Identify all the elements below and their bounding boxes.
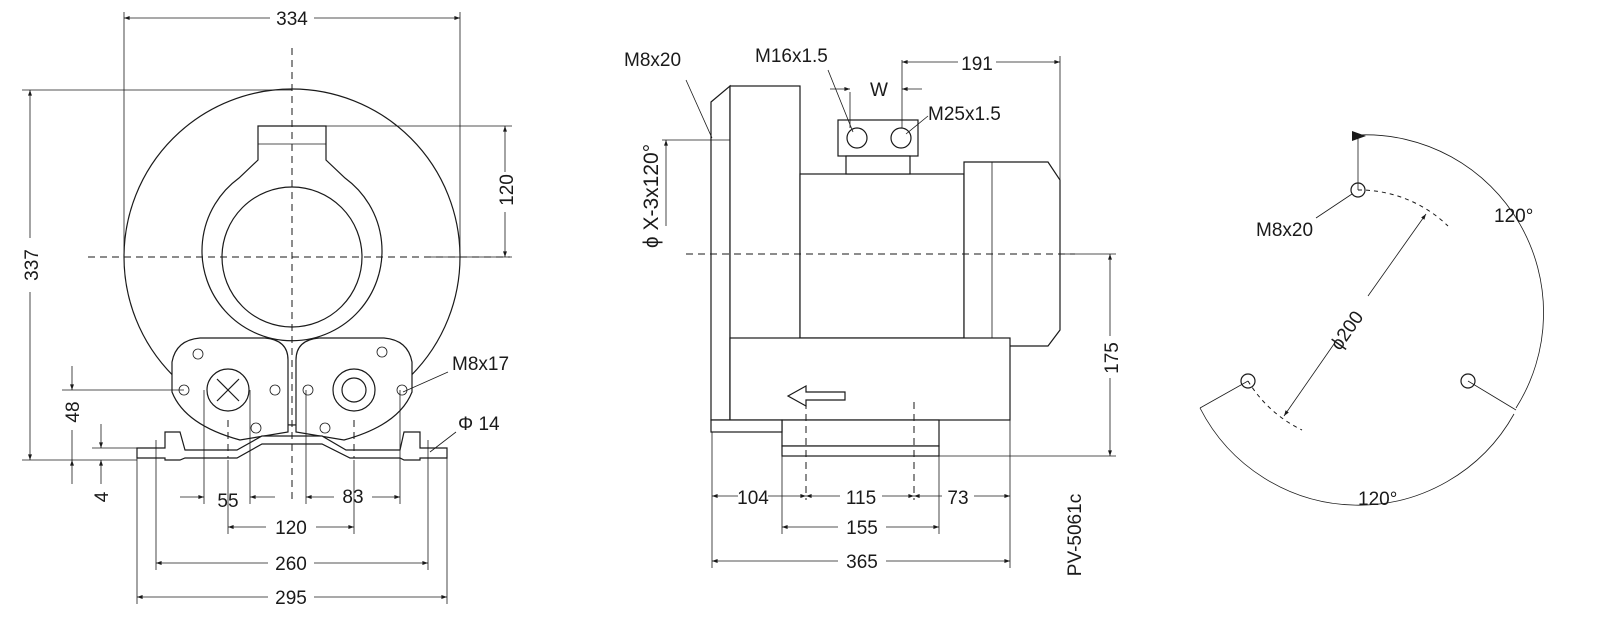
outlet-block bbox=[729, 337, 1011, 421]
label-hole-dia: Φ 14 bbox=[458, 414, 500, 435]
label-flange-dia: ϕ X-3x120° bbox=[640, 144, 663, 248]
label-gland-small: M16x1.5 bbox=[755, 46, 828, 67]
dim-base-length: 155 bbox=[846, 518, 878, 539]
label-angle-bottom: 120° bbox=[1358, 489, 1397, 510]
label-gland-width: W bbox=[870, 80, 888, 101]
label-pcd: ϕ200 bbox=[1327, 307, 1368, 354]
dim-total-length: 365 bbox=[846, 552, 878, 573]
dim-shaft-height: 175 bbox=[1102, 342, 1123, 374]
dim-bolt-left: 55 bbox=[217, 491, 238, 512]
label-gland-large: M25x1.5 bbox=[928, 104, 1001, 125]
dim-115: 115 bbox=[846, 488, 876, 509]
dim-foot-height: 48 bbox=[63, 401, 84, 422]
dim-width-total: 334 bbox=[276, 9, 308, 30]
gland-large-icon bbox=[890, 127, 912, 149]
terminal-box bbox=[837, 119, 919, 157]
label-angle-top: 120° bbox=[1494, 206, 1533, 227]
model-number: PV-5061c bbox=[1065, 494, 1086, 576]
dim-base-width: 295 bbox=[275, 588, 307, 609]
dim-height-total: 337 bbox=[22, 249, 43, 281]
dim-plate: 4 bbox=[92, 491, 113, 502]
dim-104: 104 bbox=[737, 488, 769, 509]
bolt-hole-top-icon bbox=[1350, 182, 1366, 198]
left-foot-flange bbox=[171, 337, 289, 441]
front-view: 334 337 120 48 4 55 83 120 260 bbox=[22, 9, 518, 609]
dim-motor-length: 191 bbox=[961, 54, 993, 75]
dim-73: 73 bbox=[947, 488, 968, 509]
bolt-hole-left-icon bbox=[1240, 373, 1256, 389]
label-flange-hole-thread: M8x20 bbox=[1256, 220, 1313, 241]
base-foot bbox=[781, 445, 940, 457]
flange-ring bbox=[710, 84, 731, 421]
dim-center-spacing: 120 bbox=[275, 518, 307, 539]
dim-bolt-right: 83 bbox=[342, 487, 363, 508]
label-thread-side: M8x17 bbox=[452, 354, 509, 375]
side-view: M8x20 M16x1.5 W M25x1.5 191 ϕ X-3x120° 1… bbox=[624, 46, 1123, 576]
bolt-hole-right-icon bbox=[1460, 373, 1476, 389]
label-flange-thread: M8x20 bbox=[624, 50, 681, 71]
dim-foot-holes: 260 bbox=[275, 554, 307, 575]
right-foot-flange bbox=[295, 337, 413, 441]
gland-small-icon bbox=[846, 127, 868, 149]
dim-inlet-offset: 120 bbox=[497, 174, 518, 206]
motor-body bbox=[799, 173, 965, 339]
flange-view: ϕ200 M8x20 120° 120° bbox=[1199, 131, 1544, 510]
